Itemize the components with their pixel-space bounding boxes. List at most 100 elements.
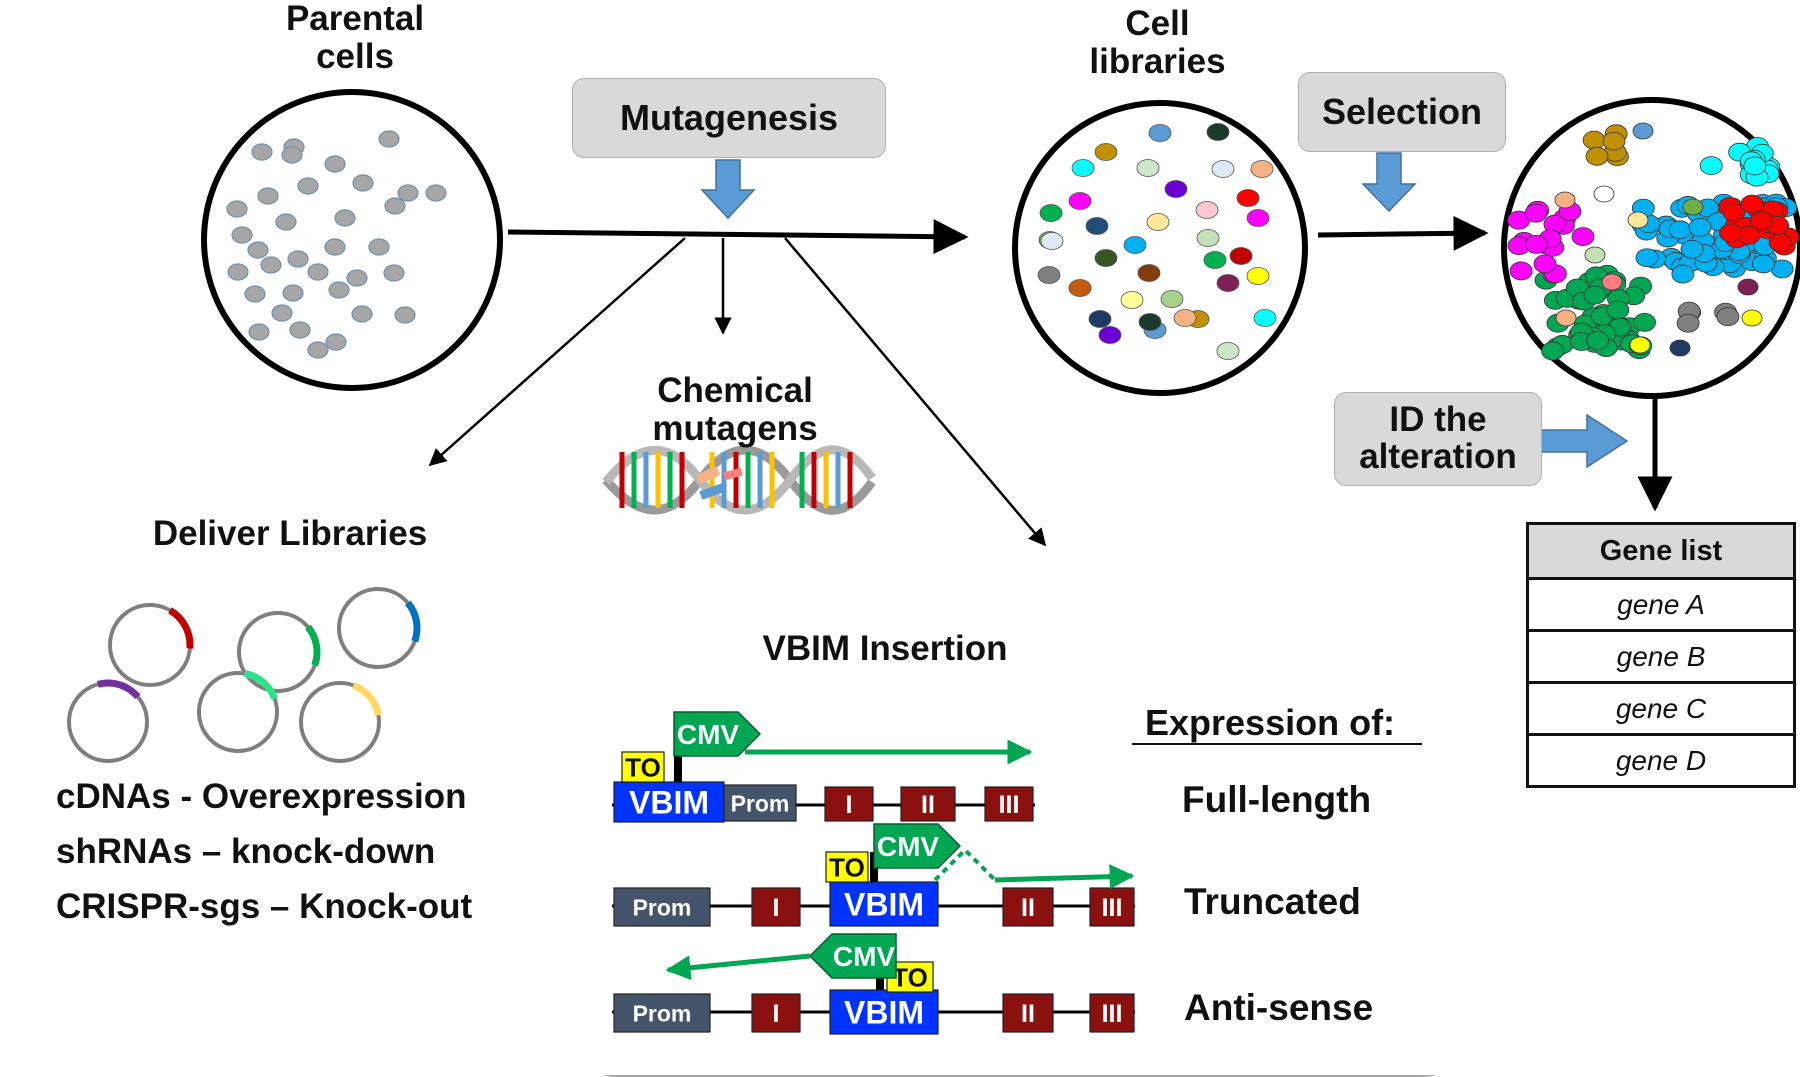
cell-icon [282, 284, 304, 302]
cell-icon [1138, 313, 1162, 331]
cell-icon [1582, 130, 1606, 150]
cell-icon [1068, 279, 1092, 297]
vbim-box-text: VBIM [844, 887, 924, 923]
mutagen-molecule [695, 465, 721, 485]
cell-icon [1737, 278, 1759, 296]
cell-icon [1541, 341, 1565, 361]
cell-icon [1699, 156, 1723, 176]
exon-box [1089, 993, 1135, 1033]
table-row: gene D [1526, 733, 1796, 788]
cell-icon [1750, 211, 1773, 231]
selected-cells [1507, 122, 1800, 361]
cell-icon [248, 323, 270, 341]
cell-icon [397, 184, 419, 202]
selection-down-arrow [1361, 152, 1417, 213]
chemical-mutagens-label: Chemical mutagens [600, 372, 870, 448]
gene-a: gene A [1526, 577, 1796, 632]
prom-box [613, 993, 711, 1033]
cell-icon [1246, 209, 1270, 227]
cell-icon [1137, 264, 1161, 282]
cell-icon [1606, 300, 1630, 320]
vbim-box [829, 881, 939, 927]
cell-icon [1688, 217, 1712, 237]
cell-icon [260, 256, 282, 274]
splice-dashed-line [933, 847, 997, 882]
cell-icon [1524, 203, 1548, 223]
gene-b: gene B [1526, 629, 1796, 684]
vbim-box-text: VBIM [629, 785, 709, 821]
expression-heading-underline [1132, 743, 1422, 745]
selection-label: Selection [1321, 91, 1483, 133]
cell-icon [1680, 239, 1704, 259]
expression-anti-sense: Anti-sense [1184, 987, 1374, 1028]
to-deliver-arrow [428, 237, 686, 467]
cell-icon [1253, 309, 1277, 327]
vbim-insertion-title: VBIM Insertion [762, 629, 1008, 668]
to-box-text: TO [892, 962, 928, 992]
cell-icon [1586, 330, 1609, 350]
parental-cells [226, 130, 447, 359]
plasmid-library [67, 587, 421, 763]
cell-icon [1148, 124, 1172, 142]
cell-icon [1173, 309, 1197, 327]
exon-box-text: III [999, 791, 1020, 819]
cell-icon [226, 200, 248, 218]
exon-box [1089, 887, 1135, 927]
cell-icon [1593, 185, 1615, 203]
exon-box-text: III [1102, 894, 1123, 922]
library-cells [1037, 123, 1277, 360]
cell-icon [244, 285, 266, 303]
dna-helix-icon [602, 445, 876, 515]
cell-icon [1751, 254, 1775, 274]
cell-icon [1627, 211, 1649, 229]
mutagen-molecule [723, 467, 743, 481]
cell-icon [1085, 217, 1109, 235]
cell-icon [287, 250, 309, 268]
cell-icon [1533, 254, 1557, 274]
transcript-arrow [994, 864, 1135, 890]
cmv-arrow-text: CMV [677, 719, 740, 750]
mutagenesis-box: Mutagenesis [572, 78, 886, 158]
plasmid-icon [197, 671, 279, 753]
cell-icon [1211, 160, 1235, 178]
to-box [825, 851, 869, 883]
cell-icon [251, 143, 273, 161]
plasmid-icon [299, 681, 381, 763]
plasmid-insert [97, 679, 141, 700]
exon-box [751, 993, 801, 1033]
cell-icon [1740, 194, 1764, 214]
gene-c: gene C [1526, 681, 1796, 736]
cell-icon [1195, 201, 1219, 219]
cell-icon [231, 226, 253, 244]
cell-icon [1716, 307, 1740, 327]
cell-icon [1123, 236, 1147, 254]
exon-box-text: II [1021, 894, 1035, 922]
prom-box [723, 784, 797, 822]
cell-icon [1719, 223, 1742, 243]
selection-box: Selection [1298, 72, 1506, 152]
cell-libraries-label-line1: Cell [1125, 4, 1190, 43]
plasmid-insert [351, 682, 382, 717]
id-alteration-box: ID the alteration [1334, 392, 1542, 486]
cell-icon [324, 155, 346, 173]
to-box-text: TO [625, 752, 661, 782]
plasmid-insert [243, 670, 278, 701]
plasmid-icon [337, 587, 419, 669]
plasmid-insert [405, 600, 421, 643]
exon-box-text: I [773, 894, 780, 922]
vbim-box-text: VBIM [844, 995, 924, 1031]
cell-icon [1633, 312, 1656, 332]
cell-icon [378, 130, 400, 148]
cell-icon [1120, 291, 1144, 309]
cell-icon [1229, 247, 1253, 265]
cmv-arrow [873, 823, 962, 869]
cell-icon [334, 209, 356, 227]
cell-libraries-label: Cell libraries [1050, 5, 1265, 81]
cell-icon [1629, 336, 1651, 354]
cmv-arrow-text: CMV [877, 831, 940, 862]
cell-icon [275, 213, 297, 231]
parental-label-line2: cells [316, 36, 394, 76]
vbim-box [829, 989, 939, 1035]
table-row: gene C [1526, 681, 1796, 736]
cell-icon [394, 306, 416, 324]
